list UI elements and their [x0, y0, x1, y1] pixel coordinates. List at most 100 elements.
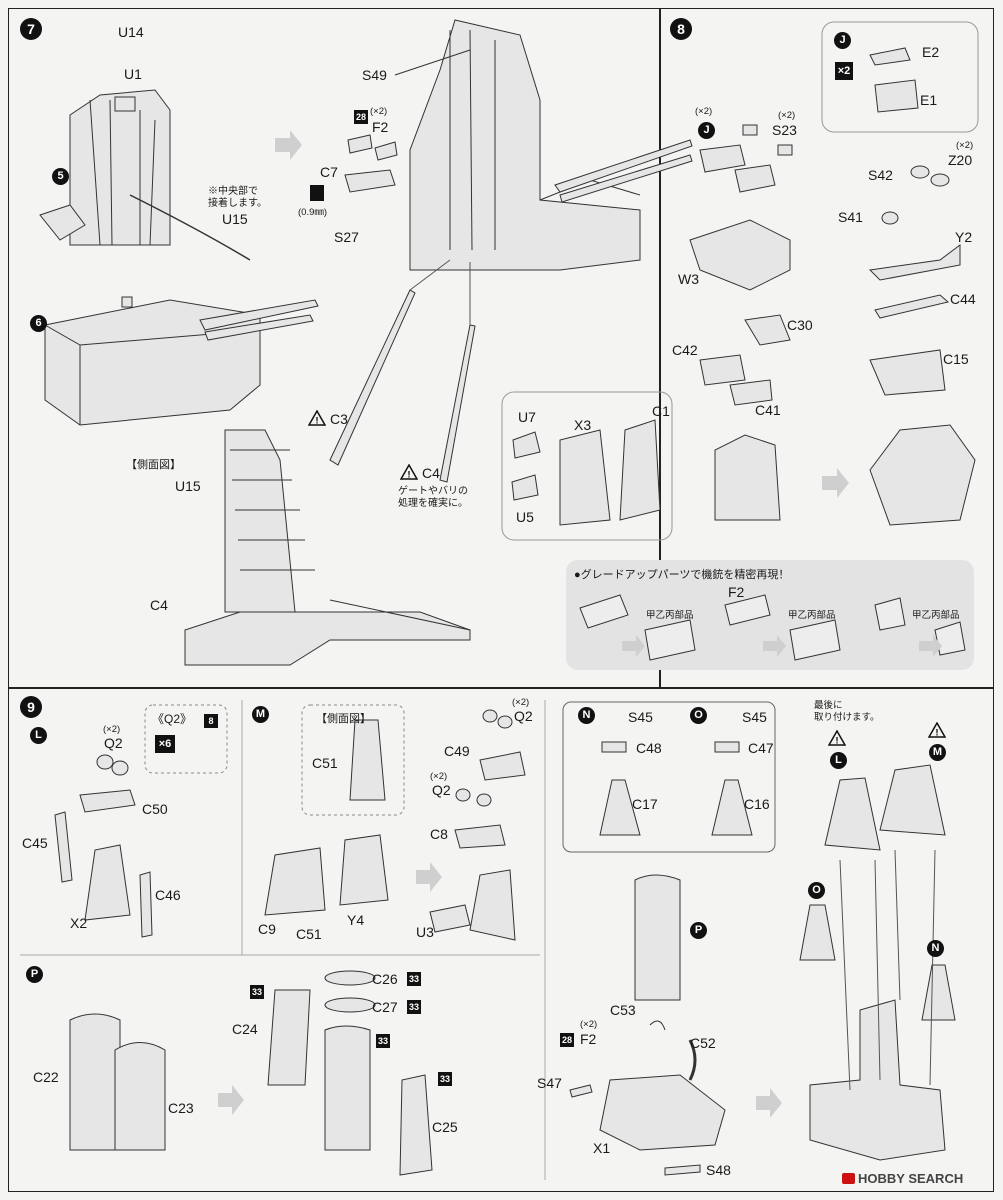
sub-j-main: J — [698, 122, 715, 139]
label-c24: C24 — [232, 1021, 258, 1037]
label-s23: S23 — [772, 122, 797, 138]
badge-28-9: 28 — [560, 1033, 574, 1047]
label-c47: C47 — [748, 740, 774, 756]
badge-x2: ×2 — [835, 62, 853, 80]
label-c30: C30 — [787, 317, 813, 333]
svg-text:!: ! — [408, 470, 411, 480]
sub-l-final: L — [830, 752, 847, 769]
drill-size: (0.9㎜) — [298, 207, 328, 218]
label-c50: C50 — [142, 801, 168, 817]
label-x2-q2-l: (×2) — [103, 724, 121, 735]
svg-text:!: ! — [936, 728, 939, 738]
label-c22: C22 — [33, 1069, 59, 1085]
label-q2-note: 《Q2》 — [152, 712, 193, 726]
warning-icon-l: ! — [828, 730, 846, 746]
warning-icon-m: ! — [928, 722, 946, 738]
label-u7: U7 — [518, 409, 536, 425]
badge-x6: ×6 — [155, 735, 175, 753]
label-x3: X3 — [574, 417, 592, 433]
step-7-badge: 7 — [20, 18, 42, 40]
label-x1: X1 — [593, 1140, 611, 1156]
watermark-text: HOBBY SEARCH — [858, 1171, 964, 1186]
step8-panel — [660, 8, 994, 688]
sub-m-badge: M — [252, 706, 269, 723]
label-s42: S42 — [868, 167, 893, 183]
parts-note-1: 甲乙丙部品 — [646, 610, 694, 621]
label-c4: C4 — [422, 465, 440, 481]
label-x2-f2-9: (×2) — [580, 1019, 598, 1030]
label-c25: C25 — [432, 1119, 458, 1135]
label-s48: S48 — [706, 1162, 731, 1178]
sub-5-badge: 5 — [52, 168, 69, 185]
label-c23: C23 — [168, 1100, 194, 1116]
sub-6-badge: 6 — [30, 315, 47, 332]
label-c16: C16 — [744, 796, 770, 812]
label-f2: F2 — [372, 119, 389, 135]
label-c8: C8 — [430, 826, 448, 842]
label-x2-q2-m: (×2) — [512, 697, 530, 708]
badge-8: 8 — [204, 714, 218, 728]
label-c1: C1 — [652, 403, 670, 419]
sub-o-final: O — [808, 882, 825, 899]
step9-panel — [8, 688, 994, 1192]
label-y2: Y2 — [955, 229, 973, 245]
label-s45-n: S45 — [628, 709, 653, 725]
label-c42: C42 — [672, 342, 698, 358]
label-c49: C49 — [444, 743, 470, 759]
warning-icon-c3: ! — [308, 410, 326, 426]
label-u5: U5 — [516, 509, 534, 525]
label-c9: C9 — [258, 921, 276, 937]
step-9-badge: 9 — [20, 696, 42, 718]
label-u3: U3 — [416, 924, 434, 940]
label-c15: C15 — [943, 351, 969, 367]
label-c17: C17 — [632, 796, 658, 812]
parts-note-2: 甲乙丙部品 — [788, 610, 836, 621]
label-q2-l: Q2 — [104, 735, 123, 751]
label-c3: C3 — [330, 411, 348, 427]
parts-note-3: 甲乙丙部品 — [912, 610, 960, 621]
label-c7: C7 — [320, 164, 338, 180]
label-c53: C53 — [610, 1002, 636, 1018]
label-c27: C27 — [372, 999, 398, 1015]
label-z20: Z20 — [948, 152, 973, 168]
label-u14: U14 — [118, 24, 144, 40]
watermark: HOBBY SEARCH — [842, 1171, 963, 1186]
svg-text:!: ! — [316, 416, 319, 426]
badge-33-c25: 33 — [438, 1072, 452, 1086]
badge-33-c26: 33 — [407, 972, 421, 986]
badge-33-mid: 33 — [376, 1034, 390, 1048]
label-c52: C52 — [690, 1035, 716, 1051]
badge-28: 28 — [354, 110, 368, 124]
label-x2-s23: (×2) — [778, 110, 796, 121]
label-w3: W3 — [678, 271, 699, 287]
label-c26: C26 — [372, 971, 398, 987]
sub-j-badge: J — [834, 32, 851, 49]
sub-n-badge: N — [578, 707, 595, 724]
label-c51: C51 — [296, 926, 322, 942]
label-c4-side: C4 — [150, 597, 168, 613]
badge-33-c24: 33 — [250, 985, 264, 999]
label-y4: Y4 — [347, 912, 365, 928]
label-c41: C41 — [755, 402, 781, 418]
watermark-logo-icon — [842, 1173, 855, 1184]
sub-p-right: P — [690, 922, 707, 939]
label-c48: C48 — [636, 740, 662, 756]
note-gate: ゲートやバリの 処理を確実に。 — [398, 486, 468, 509]
side-view-title-9: 【側面図】 — [316, 713, 371, 725]
label-x2-z20: (×2) — [956, 140, 974, 151]
label-f2-9: F2 — [580, 1031, 597, 1047]
note-center-glue: ※中央部で 接着します。 — [208, 186, 267, 209]
badge-33-c27: 33 — [407, 1000, 421, 1014]
label-x2-part: X2 — [70, 915, 88, 931]
sub-n-final: N — [927, 940, 944, 957]
label-q2-m: Q2 — [514, 708, 533, 724]
note-last: 最後に 取り付けます。 — [814, 700, 880, 723]
label-c46: C46 — [155, 887, 181, 903]
sub-o-badge: O — [690, 707, 707, 724]
label-s27: S27 — [334, 229, 359, 245]
label-f2-upgrade: F2 — [728, 584, 745, 600]
step-8-badge: 8 — [670, 18, 692, 40]
upgrade-note: ●グレードアップパーツで機銃を精密再現！ — [574, 569, 790, 581]
label-c44: C44 — [950, 291, 976, 307]
